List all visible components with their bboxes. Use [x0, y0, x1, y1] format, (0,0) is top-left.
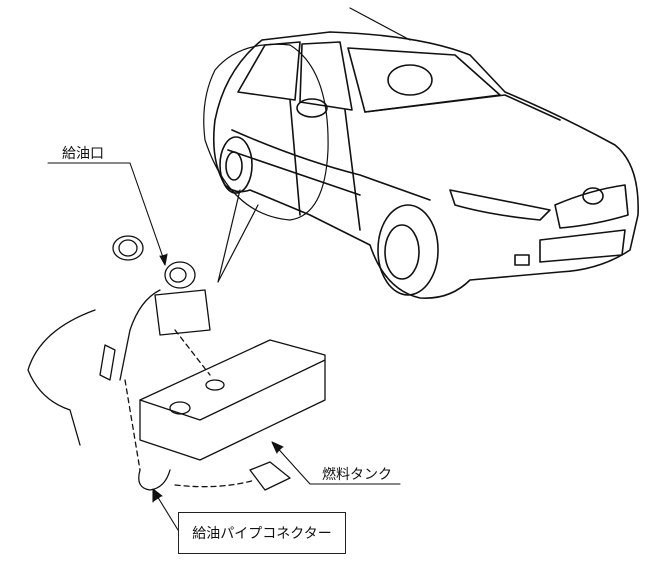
car-illustration — [203, 7, 639, 299]
leader-lines — [47, 162, 401, 531]
filler-parts — [27, 235, 326, 491]
fuel-tank-label: 燃料タンク — [322, 467, 392, 483]
filler-pipe-connector-label: 給油パイプコネクター — [178, 512, 346, 554]
filler-inlet-label: 給油口 — [62, 146, 104, 162]
